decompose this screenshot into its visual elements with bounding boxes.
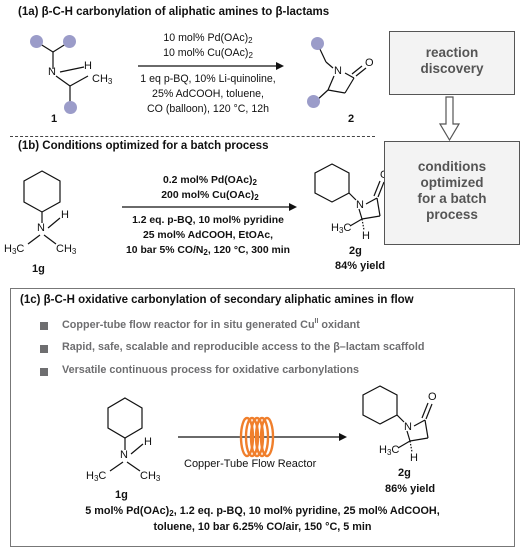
atom-h3c: H3C (4, 243, 25, 256)
product-2-ball (307, 95, 320, 108)
flow-conditions-line1: 5 mol% Pd(OAc)2, 1.2 eq. p-BQ, 10 mol% p… (85, 505, 440, 518)
condition-1b-below2: 25 mol% AdCOOH, EtOAc, (142, 230, 274, 241)
substrate-label-1g-flow: 1g (115, 489, 128, 501)
optimized-line2: optimized (420, 175, 484, 190)
reaction-arrow-1b (122, 203, 297, 211)
atom-h3c: H3C (379, 444, 400, 457)
condition-1a-line5: CO (balloon), 120 °C, 12h (146, 103, 269, 115)
product-label-2g-batch: 2g (349, 245, 362, 257)
atom-n: N (37, 222, 45, 234)
condition-1b-below1: 1.2 eq. p-BQ, 10 mol% pyridine (132, 215, 284, 226)
flow-yield: 86% yield (385, 483, 436, 495)
substrate-1-ball (64, 101, 77, 114)
atom-h: H (410, 452, 418, 464)
condition-1a-line1: 10 mol% Pd(OAc)2 (163, 32, 253, 45)
atom-ch3: CH3 (56, 243, 77, 256)
substrate-1-ball (63, 35, 76, 48)
atom-o: O (365, 57, 374, 69)
reaction-discovery-box: reaction discovery (389, 31, 515, 95)
substrate-label-1: 1 (51, 113, 58, 125)
reaction-discovery-line1: reaction (425, 45, 479, 60)
atom-n: N (356, 199, 364, 211)
atom-h: H (84, 60, 92, 72)
atom-h3c: H3C (331, 222, 352, 235)
optimized-line1: conditions (417, 159, 487, 174)
atom-h: H (61, 209, 69, 221)
atom-n: N (120, 449, 128, 461)
flow-reactor-arrow (178, 433, 347, 441)
dashed-separator (10, 136, 375, 137)
flow-conditions-line2: toluene, 10 bar 6.25% CO/air, 150 °C, 5 … (153, 521, 372, 533)
nh-bond (59, 66, 85, 73)
bullet-1: Copper-tube flow reactor for in situ gen… (62, 318, 360, 331)
product-label-2: 2 (348, 113, 355, 125)
substrate-label-1g-batch: 1g (32, 263, 45, 275)
atom-n: N (334, 65, 342, 77)
conditions-optimized-box: conditions optimized for a batch process (384, 141, 520, 245)
condition-1a-line4: 25% AdCOOH, toluene, (152, 88, 264, 100)
flow-reactor-label: Copper-Tube Flow Reactor (184, 458, 317, 470)
section-1c-title: (1c) β-C-H oxidative carbonylation of se… (20, 294, 414, 306)
optimized-line3: for a batch (417, 191, 487, 206)
condition-1b-below3: 10 bar 5% CO/N2, 120 °C, 300 min (126, 245, 290, 257)
section-1b-title: (1b) Conditions optimized for a batch pr… (18, 140, 269, 152)
optimized-line4: process (426, 207, 478, 222)
atom-ch3: CH3 (140, 470, 161, 483)
copper-coil-icon (239, 416, 275, 458)
substrate-1g-structure-flow (107, 397, 144, 472)
substrate-1-structure (36, 41, 89, 103)
reaction-discovery-line2: discovery (420, 61, 484, 76)
atom-n: N (404, 421, 412, 433)
condition-1a-line2: 10 mol% Cu(OAc)2 (163, 47, 253, 60)
product-2g-structure-flow (362, 385, 433, 453)
atom-ch3: CH3 (92, 73, 113, 86)
bullet-square (40, 368, 48, 376)
condition-1b-above2: 200 mol% Cu(OAc)2 (161, 190, 259, 202)
hollow-down-arrow (438, 96, 461, 142)
substrate-1-ball (30, 35, 43, 48)
condition-1a-line3: 1 eq p-BQ, 10% Li-quinoline, (140, 73, 276, 85)
bullet-3: Versatile continuous process for oxidati… (62, 364, 359, 376)
substrate-1g-structure-batch (23, 170, 61, 245)
product-label-2g-flow: 2g (398, 467, 411, 479)
product-2g-structure-batch (314, 163, 385, 231)
atom-n: N (48, 66, 56, 78)
bullet-square (40, 345, 48, 353)
bullet-2: Rapid, safe, scalable and reproducible a… (62, 341, 425, 353)
product-2-ball (311, 37, 324, 50)
atom-h: H (362, 230, 370, 242)
atom-o: O (428, 391, 437, 403)
reaction-arrow-1a (138, 62, 284, 70)
bullet-square (40, 322, 48, 330)
atom-h: H (144, 436, 152, 448)
condition-1b-above1: 0.2 mol% Pd(OAc)2 (163, 175, 257, 187)
atom-h3c: H3C (86, 470, 107, 483)
batch-yield: 84% yield (335, 260, 386, 272)
section-1a-title: (1a) β-C-H carbonylation of aliphatic am… (18, 6, 330, 18)
